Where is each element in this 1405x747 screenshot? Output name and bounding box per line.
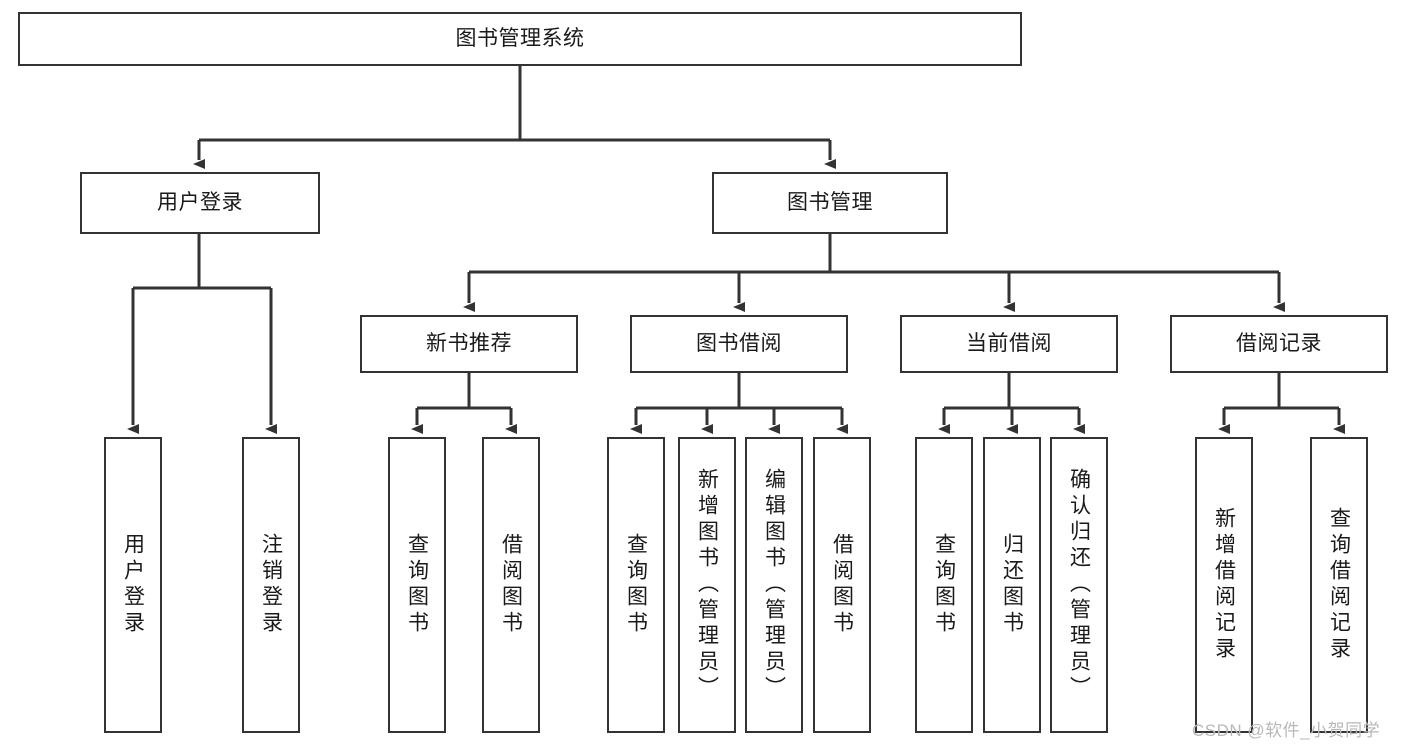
node-leaf-add-record-label: 新增借阅记录 [1212, 507, 1236, 663]
node-leaf-return-book[interactable]: 归还图书 [983, 437, 1041, 733]
node-book-borrow-label: 图书借阅 [696, 332, 782, 356]
node-leaf-add-record[interactable]: 新增借阅记录 [1195, 437, 1253, 733]
node-leaf-user-login-label: 用户登录 [121, 533, 145, 637]
node-book-manage[interactable]: 图书管理 [712, 172, 948, 234]
node-leaf-query-book-3-label: 查询图书 [932, 533, 956, 637]
node-leaf-query-record[interactable]: 查询借阅记录 [1310, 437, 1368, 733]
node-root[interactable]: 图书管理系统 [18, 12, 1022, 66]
node-leaf-borrow-book-1[interactable]: 借阅图书 [482, 437, 540, 733]
node-leaf-user-login[interactable]: 用户登录 [104, 437, 162, 733]
node-leaf-query-record-label: 查询借阅记录 [1327, 507, 1351, 663]
node-leaf-user-logout[interactable]: 注销登录 [242, 437, 300, 733]
node-leaf-query-book-2[interactable]: 查询图书 [607, 437, 665, 733]
node-leaf-borrow-book-2[interactable]: 借阅图书 [813, 437, 871, 733]
node-root-label: 图书管理系统 [455, 27, 585, 51]
node-user-login[interactable]: 用户登录 [80, 172, 320, 234]
node-book-borrow[interactable]: 图书借阅 [630, 315, 848, 373]
node-leaf-borrow-book-1-label: 借阅图书 [499, 533, 523, 637]
node-leaf-edit-book-label: 编辑图书（管理员） [762, 468, 786, 702]
node-borrow-record[interactable]: 借阅记录 [1170, 315, 1388, 373]
node-leaf-query-book-1[interactable]: 查询图书 [388, 437, 446, 733]
node-leaf-add-book[interactable]: 新增图书（管理员） [678, 437, 736, 733]
node-new-book-rec[interactable]: 新书推荐 [360, 315, 578, 373]
node-new-book-rec-label: 新书推荐 [426, 332, 512, 356]
node-leaf-user-logout-label: 注销登录 [259, 533, 283, 637]
node-current-borrow-label: 当前借阅 [966, 332, 1052, 356]
node-user-login-label: 用户登录 [157, 191, 243, 215]
node-leaf-query-book-2-label: 查询图书 [624, 533, 648, 637]
node-leaf-borrow-book-2-label: 借阅图书 [830, 533, 854, 637]
node-leaf-query-book-3[interactable]: 查询图书 [915, 437, 973, 733]
node-borrow-record-label: 借阅记录 [1236, 332, 1322, 356]
node-leaf-edit-book[interactable]: 编辑图书（管理员） [745, 437, 803, 733]
node-leaf-query-book-1-label: 查询图书 [405, 533, 429, 637]
node-current-borrow[interactable]: 当前借阅 [900, 315, 1118, 373]
node-leaf-return-book-label: 归还图书 [1000, 533, 1024, 637]
node-leaf-add-book-label: 新增图书（管理员） [695, 468, 719, 702]
csdn-watermark: CSDN @软件_小贺同学 [1192, 721, 1381, 740]
node-leaf-confirm-return[interactable]: 确认归还（管理员） [1050, 437, 1108, 733]
node-leaf-confirm-return-label: 确认归还（管理员） [1067, 468, 1091, 702]
node-book-manage-label: 图书管理 [787, 191, 873, 215]
